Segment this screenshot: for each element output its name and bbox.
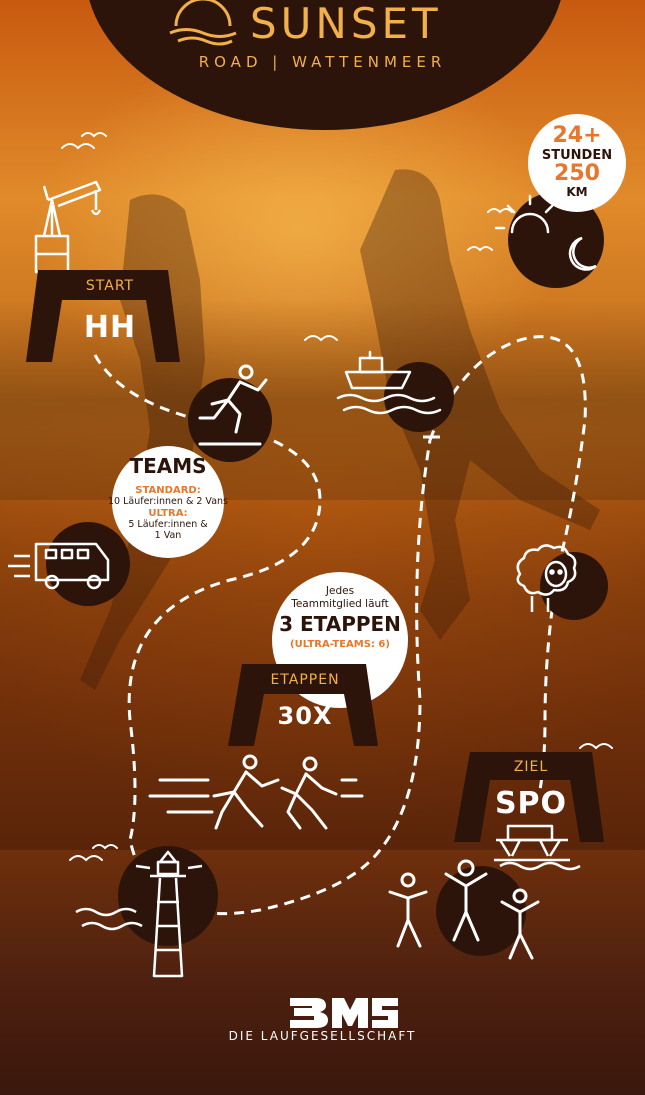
footer-tagline: DIE LAUFGESELLSCHAFT — [228, 1029, 417, 1043]
runner-circle — [188, 378, 272, 462]
stats-hours: 24+ — [552, 123, 602, 148]
finish-label: ZIEL — [513, 759, 549, 775]
etappen-code: 30X — [277, 702, 333, 730]
start-code: HH — [83, 310, 137, 345]
teams-standard-label: STANDARD: — [135, 485, 201, 496]
stats-circle — [528, 114, 626, 212]
legs-note: (ULTRA-TEAMS: 6) — [290, 639, 390, 650]
teams-ultra-text-2: 1 Van — [154, 530, 182, 541]
finish-code: SPO — [494, 786, 568, 821]
etappen-label: ETAPPEN — [270, 672, 340, 688]
teams-ultra-text-1: 5 Läufer:innen & — [128, 519, 208, 530]
teams-circle — [112, 446, 224, 558]
teams-title: TEAMS — [129, 454, 207, 478]
ship-circle — [384, 362, 454, 432]
start-label: START — [85, 278, 135, 294]
teams-standard-text: 10 Läufer:innen & 2 Vans — [108, 496, 228, 507]
stats-distance: 250 — [554, 161, 600, 186]
sun-logo-icon — [169, 0, 237, 46]
teams-ultra-label: ULTRA: — [148, 508, 188, 519]
legs-highlight: 3 ETAPPEN — [279, 612, 401, 636]
legs-line-1: Jedes — [325, 585, 355, 597]
van-circle — [46, 522, 130, 606]
stats-distance-unit: KM — [566, 185, 588, 199]
celebration-circle — [436, 866, 526, 956]
stats-hours-label: STUNDEN — [541, 148, 613, 163]
legs-line-2: Teammitglied läuft — [291, 598, 389, 610]
brand-subtitle: ROAD | WATTENMEER — [198, 53, 447, 71]
brand-name: SUNSET — [250, 0, 442, 48]
background-field — [0, 300, 645, 500]
